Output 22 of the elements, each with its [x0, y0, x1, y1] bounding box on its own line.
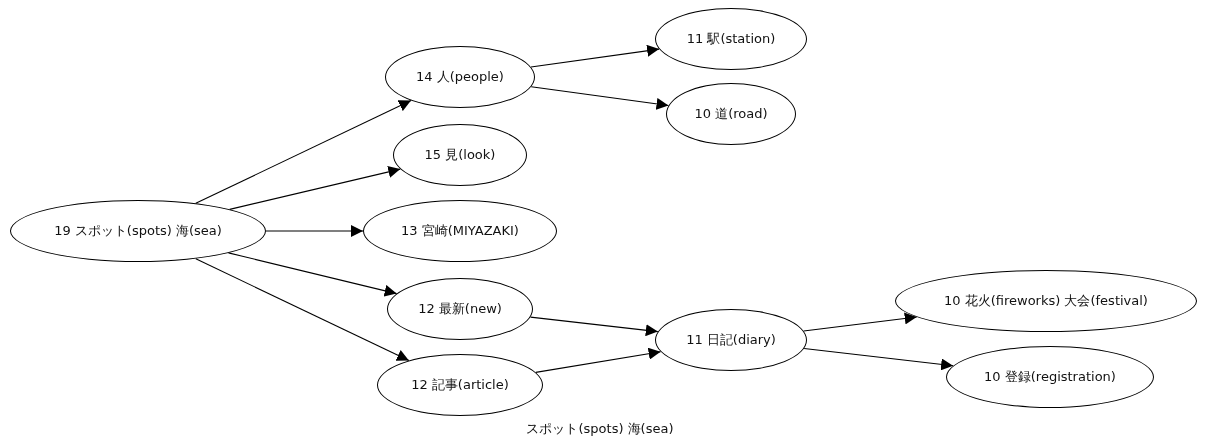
arrow	[530, 44, 660, 68]
ellipse-node: 12 記事(article)	[377, 354, 543, 416]
arrow	[530, 86, 670, 110]
arrow	[227, 252, 398, 297]
arrow	[803, 347, 954, 371]
ellipse-node: 11 駅(station)	[655, 8, 807, 70]
ellipse-node: 10 花火(fireworks) 大会(festival)	[895, 270, 1197, 332]
arrow	[195, 258, 410, 362]
ellipse-node: 13 宮崎(MIYAZAKI)	[363, 200, 557, 262]
ellipse-node: 10 登録(registration)	[946, 346, 1154, 408]
arrow	[535, 347, 662, 373]
arrow	[803, 312, 918, 332]
arrow	[229, 166, 401, 210]
ellipse-node: 19 スポット(spots) 海(sea)	[10, 200, 266, 262]
arrow	[195, 99, 412, 204]
ellipse-node: 12 最新(new)	[387, 278, 533, 340]
caption: スポット(spots) 海(sea)	[526, 420, 674, 438]
ellipse-node: 15 見(look)	[393, 124, 527, 186]
ellipse-node: 11 日記(diary)	[655, 309, 807, 371]
arrow	[265, 225, 364, 237]
ellipse-node: 14 人(people)	[385, 46, 535, 108]
ellipse-node: 10 道(road)	[666, 83, 796, 145]
